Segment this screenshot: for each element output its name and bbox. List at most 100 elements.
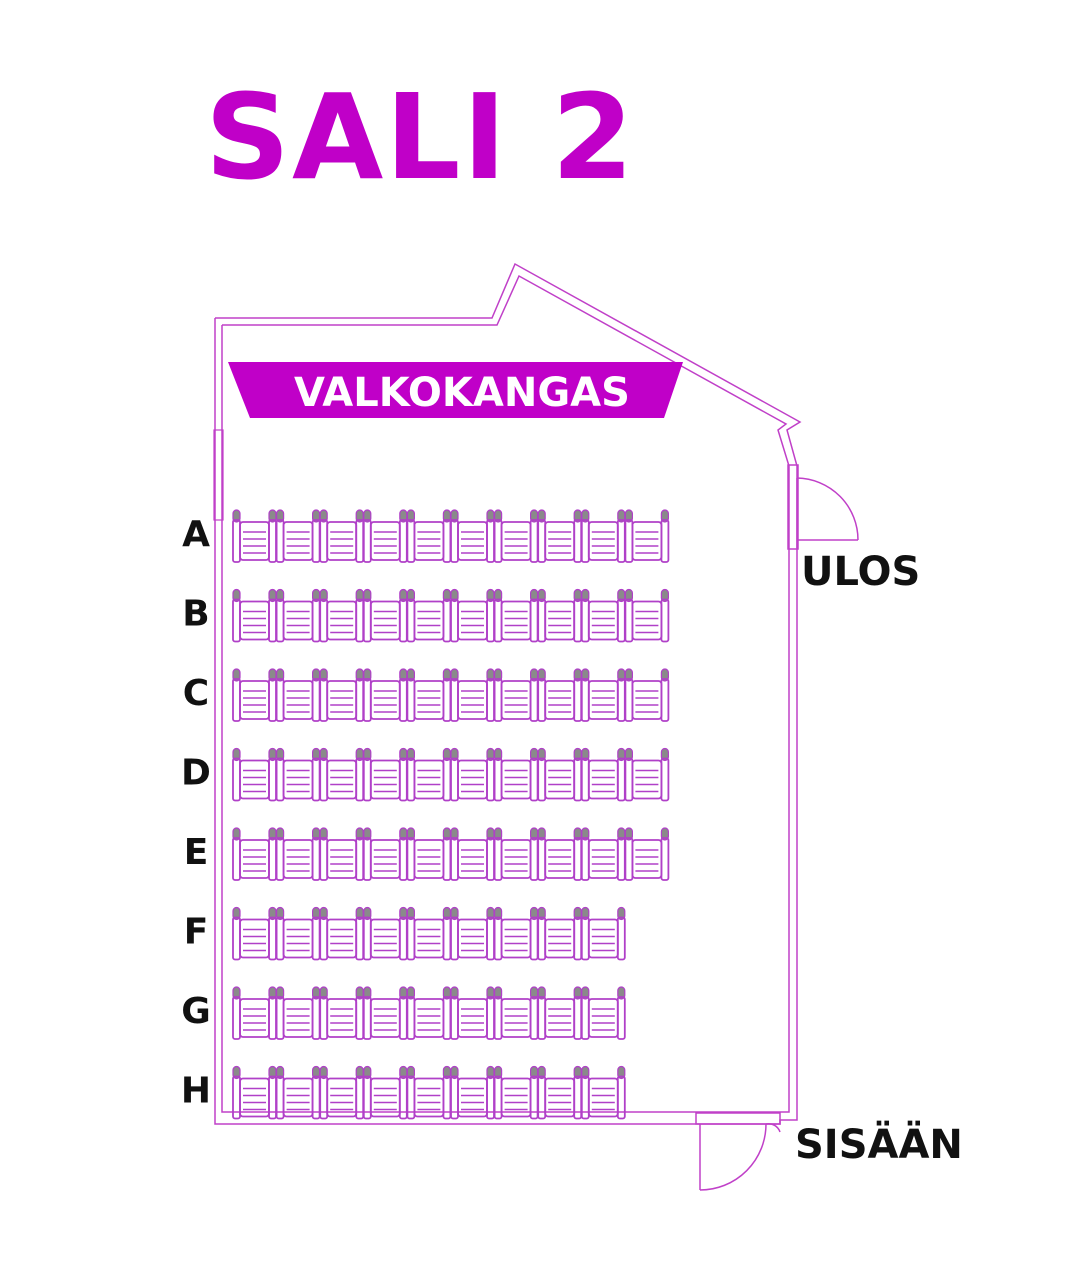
- row-label: C: [183, 673, 209, 714]
- row-label: A: [182, 514, 210, 555]
- exit-door-icon: [787, 464, 859, 550]
- seat[interactable]: [624, 668, 670, 722]
- seat[interactable]: [493, 509, 539, 563]
- seat[interactable]: [232, 827, 277, 881]
- seat[interactable]: [319, 906, 365, 961]
- seat[interactable]: [624, 827, 670, 881]
- seat[interactable]: [537, 588, 583, 643]
- seat[interactable]: [275, 827, 321, 881]
- seat[interactable]: [537, 509, 583, 563]
- seat[interactable]: [232, 747, 277, 802]
- seat[interactable]: [275, 668, 321, 722]
- seat-row-a: A: [182, 509, 670, 563]
- row-label: H: [181, 1071, 211, 1112]
- seat[interactable]: [275, 906, 321, 961]
- seat[interactable]: [537, 906, 583, 961]
- seat[interactable]: [232, 509, 277, 563]
- seat[interactable]: [406, 986, 452, 1040]
- seat[interactable]: [319, 588, 365, 643]
- seat[interactable]: [450, 509, 495, 563]
- seat[interactable]: [319, 509, 365, 563]
- seat[interactable]: [406, 1065, 452, 1120]
- window: [213, 429, 224, 521]
- seat[interactable]: [493, 1065, 539, 1120]
- seat[interactable]: [580, 986, 626, 1040]
- seat[interactable]: [450, 827, 495, 881]
- seat-row-h: H: [181, 1065, 626, 1120]
- seat[interactable]: [493, 986, 539, 1040]
- seat[interactable]: [537, 668, 583, 722]
- seat[interactable]: [362, 827, 408, 881]
- seat[interactable]: [580, 827, 626, 881]
- seat[interactable]: [319, 668, 365, 722]
- seat-row-g: G: [181, 986, 626, 1040]
- exit-label: ULOS: [801, 549, 920, 595]
- seat[interactable]: [493, 588, 539, 643]
- seat[interactable]: [232, 668, 277, 722]
- seat[interactable]: [580, 588, 626, 643]
- seat[interactable]: [275, 1065, 321, 1120]
- seat[interactable]: [406, 588, 452, 643]
- seat[interactable]: [275, 588, 321, 643]
- seat[interactable]: [232, 588, 277, 643]
- seat[interactable]: [624, 509, 670, 563]
- seat[interactable]: [362, 986, 408, 1040]
- row-label: E: [184, 832, 209, 873]
- seat[interactable]: [450, 747, 495, 802]
- seat[interactable]: [406, 668, 452, 722]
- seat[interactable]: [406, 827, 452, 881]
- seat[interactable]: [580, 906, 626, 961]
- seat[interactable]: [362, 1065, 408, 1120]
- row-label: D: [181, 753, 211, 794]
- seat[interactable]: [275, 986, 321, 1040]
- seat[interactable]: [537, 747, 583, 802]
- seat-row-c: C: [183, 668, 670, 722]
- row-label: G: [181, 991, 211, 1032]
- seat[interactable]: [232, 1065, 277, 1120]
- screen-banner: VALKOKANGAS: [228, 362, 683, 418]
- seat[interactable]: [450, 986, 495, 1040]
- seat[interactable]: [319, 986, 365, 1040]
- seat-row-d: D: [181, 747, 670, 802]
- seat[interactable]: [450, 1065, 495, 1120]
- seat[interactable]: [450, 668, 495, 722]
- seat[interactable]: [450, 906, 495, 961]
- seat[interactable]: [275, 509, 321, 563]
- seat-row-f: F: [184, 906, 626, 961]
- seat[interactable]: [537, 986, 583, 1040]
- seat[interactable]: [319, 827, 365, 881]
- seat[interactable]: [537, 1065, 583, 1120]
- seat[interactable]: [319, 1065, 365, 1120]
- seat[interactable]: [232, 986, 277, 1040]
- seat[interactable]: [580, 747, 626, 802]
- screen-label: VALKOKANGAS: [294, 370, 630, 416]
- seat[interactable]: [493, 827, 539, 881]
- entrance-door-icon: [695, 1112, 781, 1191]
- seat[interactable]: [362, 588, 408, 643]
- seat[interactable]: [493, 747, 539, 802]
- seat[interactable]: [580, 509, 626, 563]
- seat[interactable]: [406, 509, 452, 563]
- seat[interactable]: [406, 747, 452, 802]
- seat[interactable]: [319, 747, 365, 802]
- seat[interactable]: [362, 747, 408, 802]
- seat[interactable]: [537, 827, 583, 881]
- seat[interactable]: [493, 668, 539, 722]
- seat[interactable]: [362, 906, 408, 961]
- seat[interactable]: [450, 588, 495, 643]
- seat[interactable]: [406, 906, 452, 961]
- seat-row-e: E: [184, 827, 670, 881]
- seat[interactable]: [624, 588, 670, 643]
- seat[interactable]: [493, 906, 539, 961]
- entrance-label: SISÄÄN: [795, 1120, 963, 1168]
- seat[interactable]: [624, 747, 670, 802]
- room-walls: [214, 262, 802, 1125]
- seat-row-b: B: [182, 588, 670, 643]
- seat[interactable]: [275, 747, 321, 802]
- seat[interactable]: [362, 668, 408, 722]
- seat[interactable]: [362, 509, 408, 563]
- seat[interactable]: [580, 668, 626, 722]
- seat[interactable]: [232, 906, 277, 961]
- seat[interactable]: [580, 1065, 626, 1120]
